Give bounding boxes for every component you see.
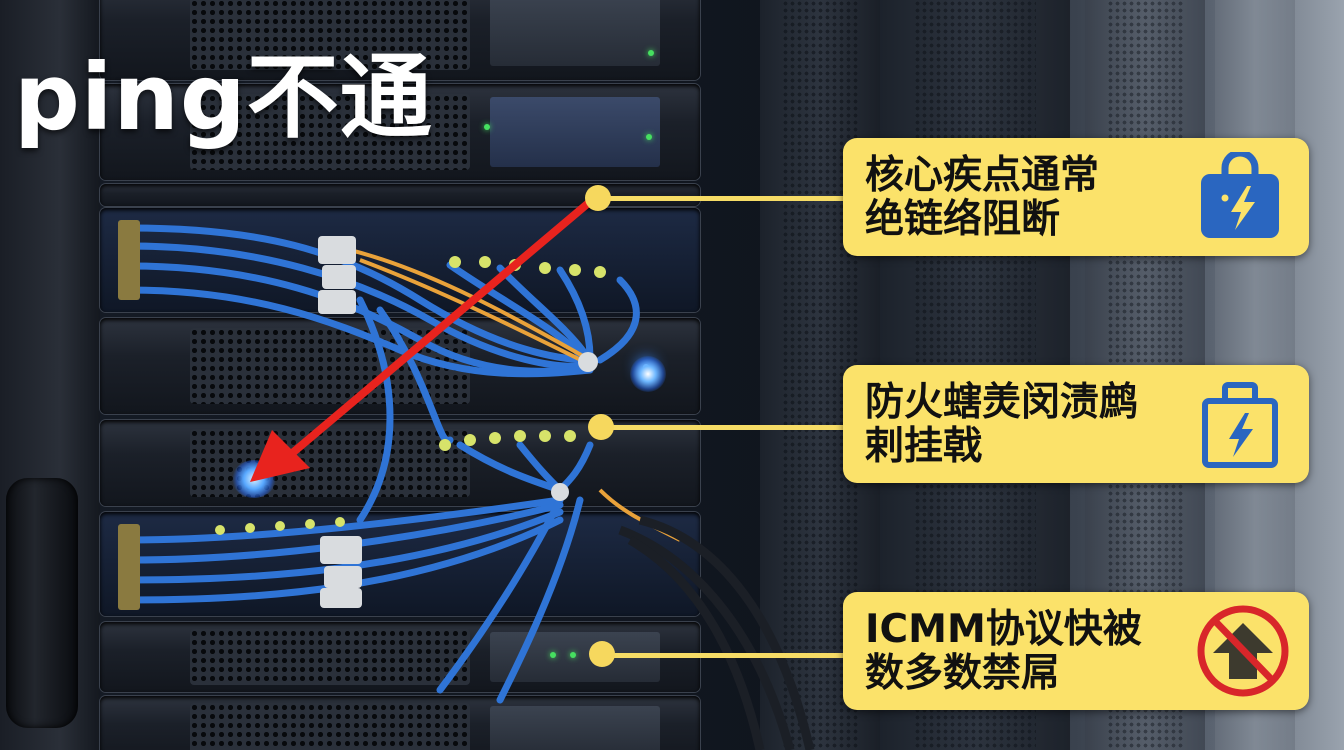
callout-icmp-protocol: ICMM协议快被 数多数禁屌 xyxy=(843,592,1309,710)
cabinet-door-handle xyxy=(6,478,78,728)
callout-text: 防火螛羙闵渍鹧 剌挂戟 xyxy=(865,381,1185,469)
callout-line-2: 剌挂戟 xyxy=(865,424,983,469)
connector-line-3 xyxy=(600,653,844,658)
server-unit-1 xyxy=(100,0,700,80)
server-unit-2 xyxy=(100,84,700,180)
callout-core-pain-point: 核心疾点通常 绝链络阻断 xyxy=(843,138,1309,256)
callout-firewall: 防火螛羙闵渍鹧 剌挂戟 xyxy=(843,365,1309,483)
connector-dot-2 xyxy=(588,414,614,440)
callout-line-1: ICMM协议快被 xyxy=(865,607,1142,652)
callout-line-2: 绝链络阻断 xyxy=(865,197,1061,242)
server-rack xyxy=(100,0,700,750)
blue-status-led-2 xyxy=(630,356,666,392)
connector-line-2 xyxy=(600,425,844,430)
connector-line-1 xyxy=(598,196,844,201)
server-unit-7 xyxy=(100,696,700,750)
page-title: ping不通 xyxy=(14,44,433,151)
callout-text: ICMM协议快被 数多数禁屌 xyxy=(865,608,1185,696)
shopping-bag-lightning-icon xyxy=(1201,152,1279,238)
no-upload-prohibited-icon xyxy=(1197,605,1289,697)
battery-lightning-icon xyxy=(1202,382,1278,468)
server-unit-3 xyxy=(100,184,700,206)
callout-line-2: 数多数禁屌 xyxy=(865,651,1061,696)
callout-text: 核心疾点通常 绝链络阻断 xyxy=(865,154,1185,242)
callout-line-1: 防火螛羙闵渍鹧 xyxy=(865,380,1139,425)
callout-line-1: 核心疾点通常 xyxy=(865,153,1100,198)
connector-dot-1 xyxy=(585,185,611,211)
connector-dot-3 xyxy=(589,641,615,667)
